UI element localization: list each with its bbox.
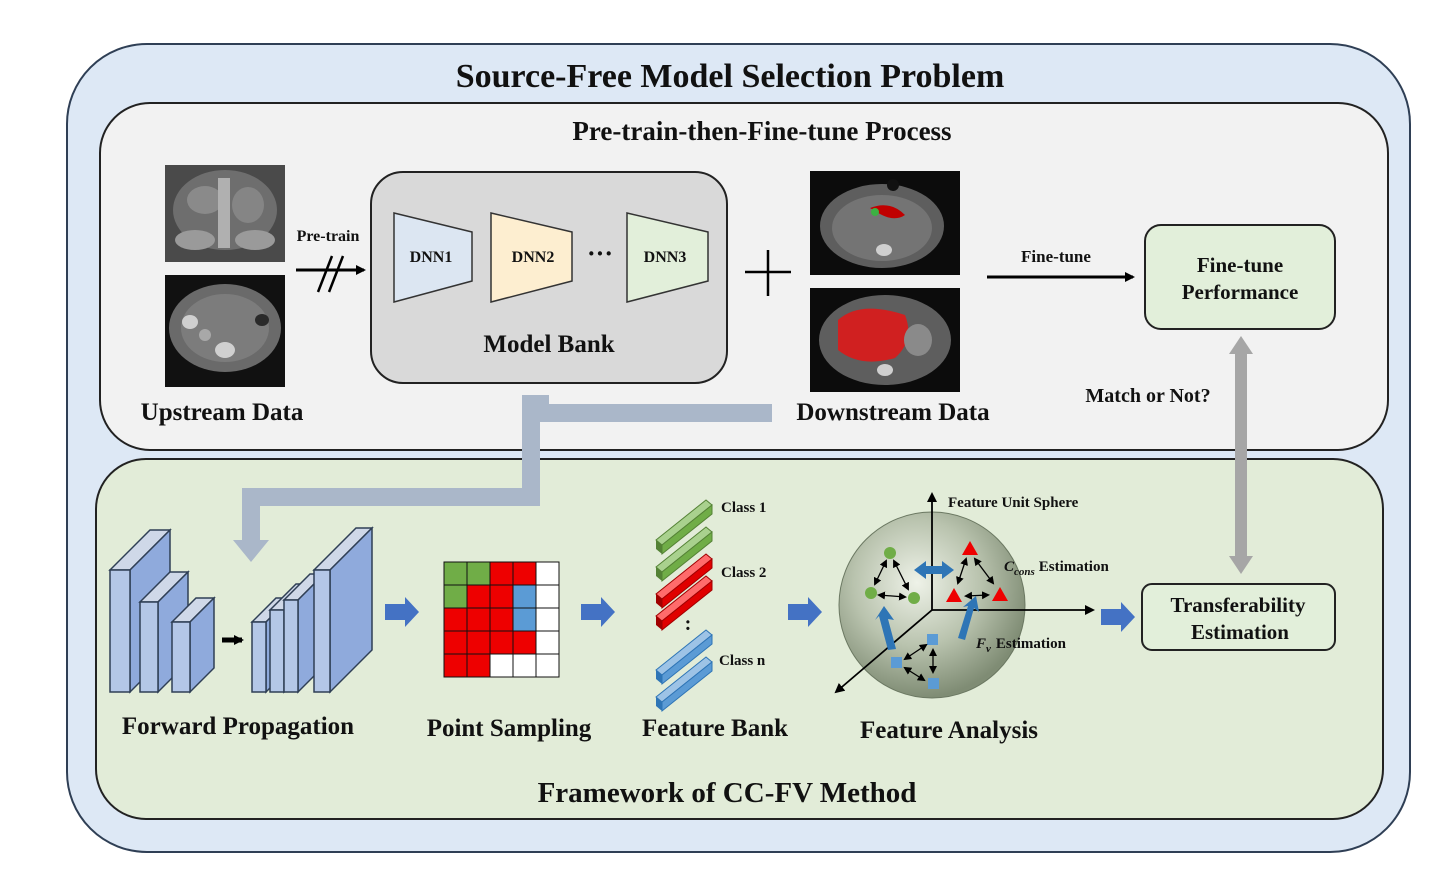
grid-cell [443,607,468,632]
finetune-label: Fine-tune [1021,247,1091,266]
grid-cell [443,630,468,655]
finetune-perf-line2: Performance [1182,280,1299,304]
upstream-ct-coronal [165,165,285,262]
grid-cell [466,653,491,678]
grid-cell [443,653,468,678]
class2-bars [655,553,713,632]
feature-bank-bars [655,499,713,713]
pretrain-cross-2 [327,255,345,293]
sphere-label: Feature Unit Sphere [948,495,1079,511]
class2-label: Class 2 [721,565,766,581]
top-panel-title: Pre-train-then-Fine-tune Process [572,116,951,146]
grid-cell [489,584,514,609]
grid-cell [443,561,468,586]
grid-cell [535,584,560,609]
match-arrow-up [1229,336,1253,354]
classn-bars [655,629,713,713]
ccons-sub: cons [1014,566,1035,578]
flow-path [242,395,772,540]
transferability-box [1141,583,1336,651]
grid-cell [466,561,491,586]
dnn1-shape [393,212,473,303]
point-sampling-grid [443,561,560,678]
point-sampling-label: Point Sampling [427,715,592,742]
match-arrow-down [1229,556,1253,574]
match-label: Match or Not? [1085,385,1210,407]
finetune-perf-line1: Fine-tune [1197,253,1283,277]
upstream-data-label: Upstream Data [141,399,304,426]
step-arrow-4 [1101,602,1135,632]
grid-cell [489,561,514,586]
dnn1-label: DNN1 [410,249,453,266]
fv-symbol: F [975,636,986,652]
bottom-panel-title: Framework of CC-FV Method [538,777,917,809]
class1-bars [655,499,713,583]
pretrain-label: Pre-train [297,228,360,245]
grid-cell [512,653,537,678]
class-dots: : [685,613,692,635]
dnn-ellipsis: ··· [587,239,613,268]
grid-cell [489,653,514,678]
forward-propagation-label: Forward Propagation [122,713,354,740]
grid-cell [466,607,491,632]
grid-cell [535,607,560,632]
fv-label: Fv Estimation [975,636,1067,655]
fv-text: Estimation [996,636,1067,652]
grid-cell [535,630,560,655]
grid-cell [535,561,560,586]
inter-class-arrows [875,561,979,650]
step-arrow-1 [385,597,419,627]
grid-cell [489,630,514,655]
grid-cell [466,630,491,655]
grid-cell [512,607,537,632]
sphere-axis-z [834,609,933,694]
class1-label: Class 1 [721,500,766,516]
blue-cluster [891,634,939,689]
match-arrow-shaft [1235,352,1247,558]
grid-cell [512,630,537,655]
grid-cell [512,561,537,586]
step-arrow-3 [788,597,822,627]
grid-cell [512,584,537,609]
red-cluster [946,541,1008,602]
flow-arrowhead [233,540,269,562]
classn-label: Class n [719,653,766,669]
ccons-symbol: C [1004,559,1015,575]
fv-sub: v [986,643,991,655]
dnn3-label: DNN3 [644,249,687,266]
transfer-line2: Estimation [1191,620,1289,644]
dnn2-shape [490,212,573,303]
decoder-blocks [250,526,374,694]
feature-analysis-label: Feature Analysis [860,717,1038,744]
dnn3-shape [626,212,709,303]
model-bank-label: Model Bank [483,331,614,358]
dnn2-label: DNN2 [512,249,555,266]
feature-bank-label: Feature Bank [642,715,788,742]
ccons-text: Estimation [1039,559,1110,575]
green-cluster [865,547,920,604]
transfer-line1: Transferability [1171,593,1306,617]
main-title: Source-Free Model Selection Problem [456,58,1005,95]
downstream-ct-liver [810,288,960,392]
encoder-blocks [108,528,216,694]
pretrain-cross-1 [316,255,334,293]
grid-cell [443,584,468,609]
finetune-performance-box [1144,224,1336,330]
grid-cell [535,653,560,678]
bottom-panel [95,458,1384,820]
grid-cell [489,607,514,632]
ccons-label: Ccons Estimation [1004,559,1109,578]
upstream-ct-axial [165,275,285,387]
step-arrow-2 [581,597,615,627]
downstream-data-label: Downstream Data [796,399,990,426]
downstream-ct-pancreas [810,171,960,275]
grid-cell [466,584,491,609]
